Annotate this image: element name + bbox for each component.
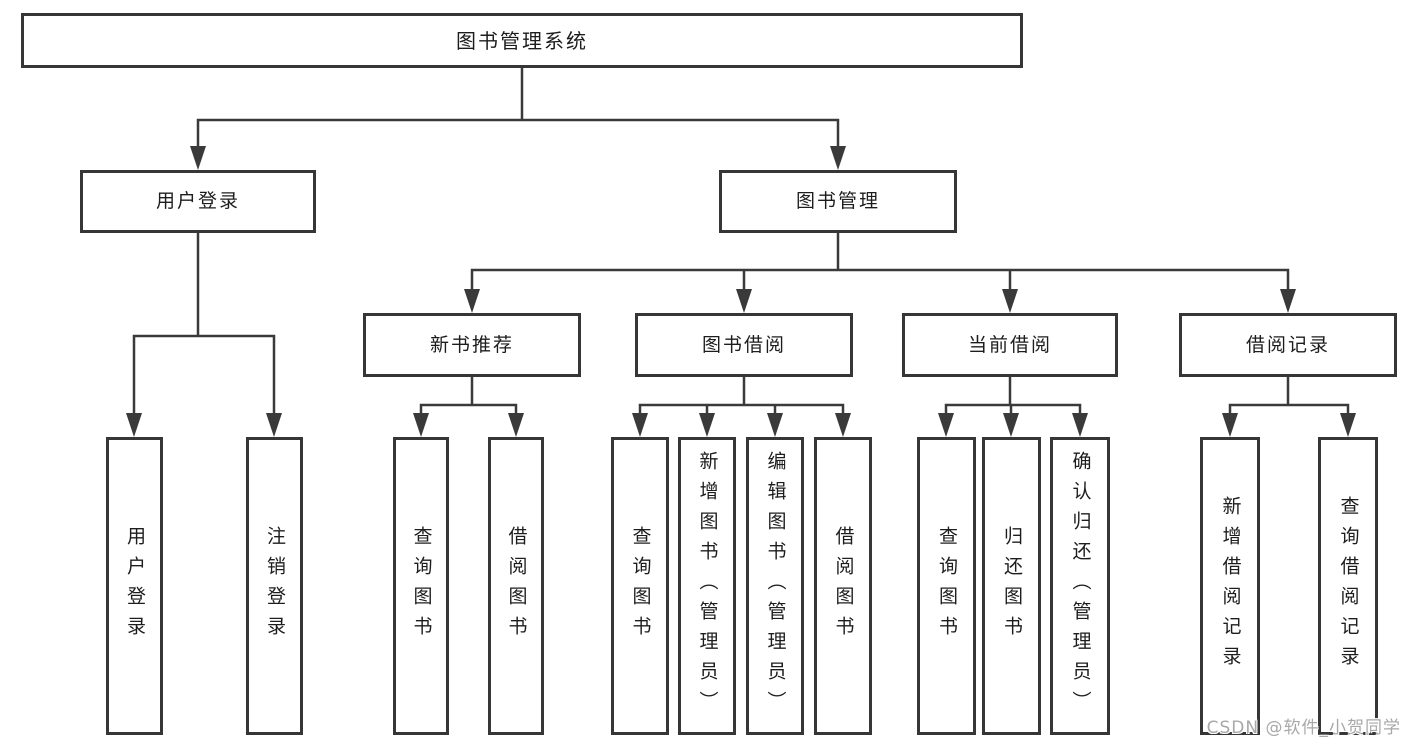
node-label: 借阅图书	[505, 526, 528, 646]
arrow-down-icon	[1340, 413, 1356, 437]
node-system-root: 图书管理系统	[21, 13, 1023, 68]
leaf-edit-books-admin: 编辑图书（管理员）	[746, 437, 804, 735]
arrow-down-icon	[835, 413, 851, 437]
leaf-user-login: 用户登录	[106, 437, 163, 735]
arrow-down-icon	[1002, 289, 1018, 313]
leaf-borrow-books-recommendation: 借阅图书	[488, 437, 544, 735]
leaf-query-books-borrowing: 查询图书	[611, 437, 669, 735]
arrow-down-icon	[767, 413, 783, 437]
node-new-book-recommendation: 新书推荐	[363, 313, 581, 377]
leaf-query-borrow-record: 查询借阅记录	[1318, 437, 1378, 735]
node-book-borrowing: 图书借阅	[635, 313, 853, 377]
arrow-down-icon	[632, 413, 648, 437]
leaf-confirm-return-admin: 确认归还（管理员）	[1050, 437, 1110, 735]
arrow-down-icon	[736, 289, 752, 313]
node-label: 当前借阅	[967, 333, 1052, 356]
leaf-query-books-recommendation: 查询图书	[393, 437, 449, 735]
connector-lines	[132, 66, 1350, 419]
arrow-down-icon	[126, 413, 142, 437]
node-book-management: 图书管理	[719, 170, 957, 233]
node-label: 用户登录	[124, 526, 146, 646]
node-label: 图书管理系统	[456, 28, 588, 53]
arrow-down-icon	[1072, 413, 1088, 437]
arrow-down-icon	[266, 413, 282, 437]
leaf-borrow-books-borrowing: 借阅图书	[814, 437, 872, 735]
leaf-return-books: 归还图书	[982, 437, 1041, 735]
node-label: 注销登录	[264, 526, 286, 646]
arrow-down-icon	[938, 413, 954, 437]
node-label: 图书借阅	[701, 333, 786, 356]
node-label: 编辑图书（管理员）	[764, 451, 787, 721]
arrow-down-icon	[190, 146, 206, 170]
node-label: 查询图书	[629, 526, 652, 646]
node-label: 查询借阅记录	[1337, 496, 1360, 676]
node-label: 查询图书	[410, 526, 433, 646]
node-label: 新书推荐	[429, 333, 514, 356]
arrow-down-icon	[1222, 413, 1238, 437]
arrow-down-icon	[508, 413, 524, 437]
node-label: 查询图书	[936, 526, 958, 646]
node-current-borrowing: 当前借阅	[902, 313, 1118, 377]
watermark: CSDN @软件_小贺同学	[1206, 718, 1401, 738]
arrow-down-icon	[1280, 289, 1296, 313]
node-label: 新增借阅记录	[1219, 496, 1242, 676]
leaf-add-borrow-record: 新增借阅记录	[1200, 437, 1260, 735]
node-label: 用户登录	[155, 190, 240, 213]
node-label: 借阅记录	[1245, 333, 1330, 356]
node-label: 借阅图书	[832, 526, 855, 646]
node-label: 归还图书	[1001, 526, 1023, 646]
arrow-down-icon	[413, 413, 429, 437]
arrow-down-icon	[464, 289, 480, 313]
leaf-logout: 注销登录	[246, 437, 303, 735]
arrow-down-icon	[1003, 413, 1019, 437]
node-label: 确认归还（管理员）	[1069, 451, 1092, 721]
leaf-query-books-current: 查询图书	[917, 437, 976, 735]
node-label: 新增图书（管理员）	[696, 451, 719, 721]
leaf-add-books-admin: 新增图书（管理员）	[678, 437, 736, 735]
node-user-login: 用户登录	[80, 170, 316, 233]
node-label: 图书管理	[795, 190, 880, 213]
arrow-down-icon	[699, 413, 715, 437]
arrow-down-icon	[830, 146, 846, 170]
node-borrowing-records: 借阅记录	[1179, 313, 1397, 377]
